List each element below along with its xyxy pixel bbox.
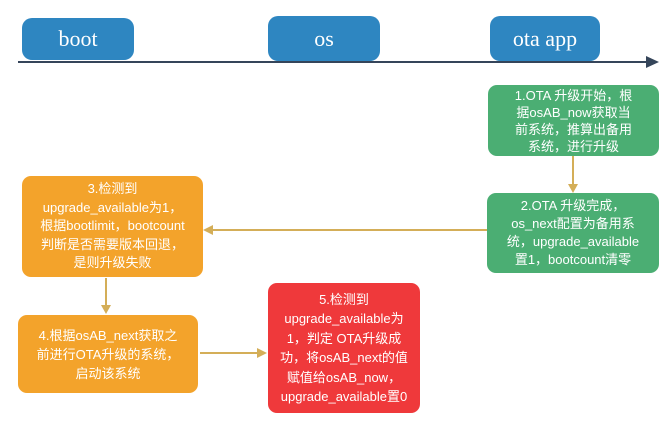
step-3-box: 3.检测到 upgrade_available为1， 根据bootlimit，b… <box>22 176 203 277</box>
step-2-box: 2.OTA 升级完成， os_next配置为备用系 统，upgrade_avai… <box>487 193 659 273</box>
step-1-box: 1.OTA 升级开始，根 据osAB_now获取当 前系统，推算出备用 系统，进… <box>488 85 659 156</box>
arrow-right-icon <box>257 348 267 358</box>
step-4-box: 4.根据osAB_next获取之 前进行OTA升级的系统， 启动该系统 <box>18 315 198 393</box>
lane-os: os <box>268 16 380 61</box>
connector-step3-step4 <box>105 278 107 307</box>
connector-step4-step5 <box>200 352 258 354</box>
connector-step1-step2 <box>572 156 574 186</box>
lane-boot: boot <box>22 18 134 60</box>
lane-ota-app: ota app <box>490 16 600 61</box>
arrow-left-icon <box>203 225 213 235</box>
timeline-arrow-icon <box>646 56 659 68</box>
arrow-down-icon <box>568 184 578 193</box>
connector-step2-step3 <box>212 229 487 231</box>
step-5-box: 5.检测到 upgrade_available为 1，判定 OTA升级成 功，将… <box>268 283 420 413</box>
arrow-down-icon <box>101 305 111 314</box>
timeline-axis <box>18 61 648 63</box>
